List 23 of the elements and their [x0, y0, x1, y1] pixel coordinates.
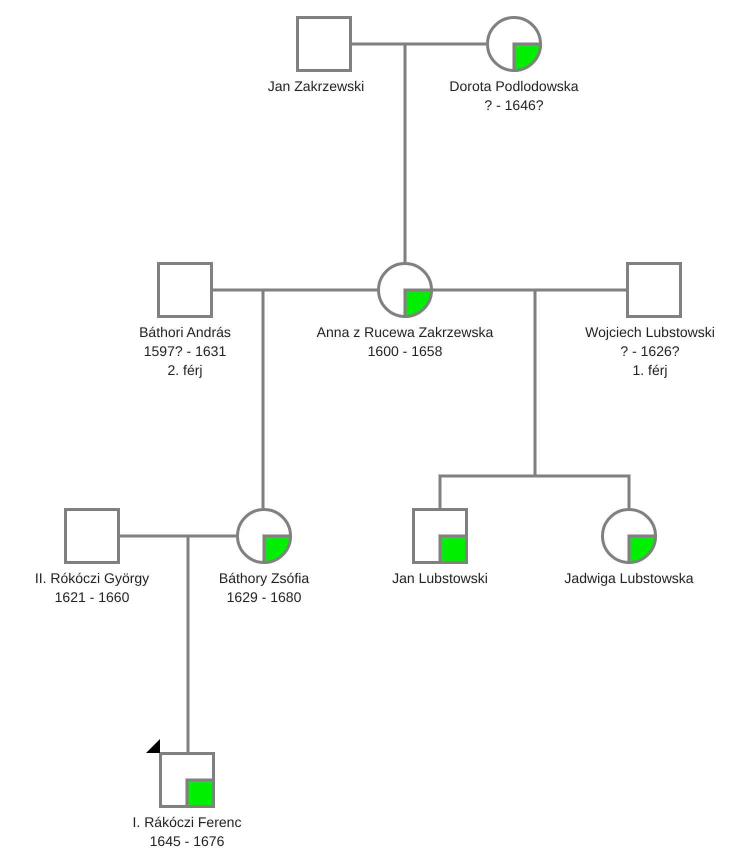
person-name: II. Rókóczi György: [34, 569, 150, 588]
life-dates: 1600 - 1658: [368, 342, 442, 361]
pedigree-line: [262, 288, 377, 508]
pedigree-line: [534, 288, 630, 508]
life-dates: 1597? - 1631: [144, 342, 226, 361]
person-name: Dorota Podlodowska: [449, 77, 579, 96]
person-name: Anna z Rucewa Zakrzewska: [316, 323, 494, 342]
person-name: Jan Zakrzewski: [268, 77, 364, 96]
spouse-note: 1. férj: [632, 361, 668, 380]
life-dates: 1621 - 1660: [54, 588, 130, 607]
spouse-note: 2. férj: [167, 361, 202, 380]
person-name: Wojciech Lubstowski: [585, 323, 715, 342]
person-name: Jan Lubstowski: [392, 569, 488, 588]
person-name: Jadwiga Lubstowska: [564, 569, 694, 588]
life-dates: ? - 1646?: [484, 96, 544, 115]
life-dates: 1629 - 1680: [226, 588, 302, 607]
pedigree-line: [404, 42, 486, 262]
life-dates: 1645 - 1676: [150, 832, 224, 851]
pedigree-line: [186, 534, 236, 752]
person-name: I. Rákóczi Ferenc: [132, 813, 242, 832]
life-dates: ? - 1626?: [620, 342, 680, 361]
person-name: Báthory Zsófia: [218, 569, 310, 588]
person-name: Báthori András: [139, 323, 231, 342]
